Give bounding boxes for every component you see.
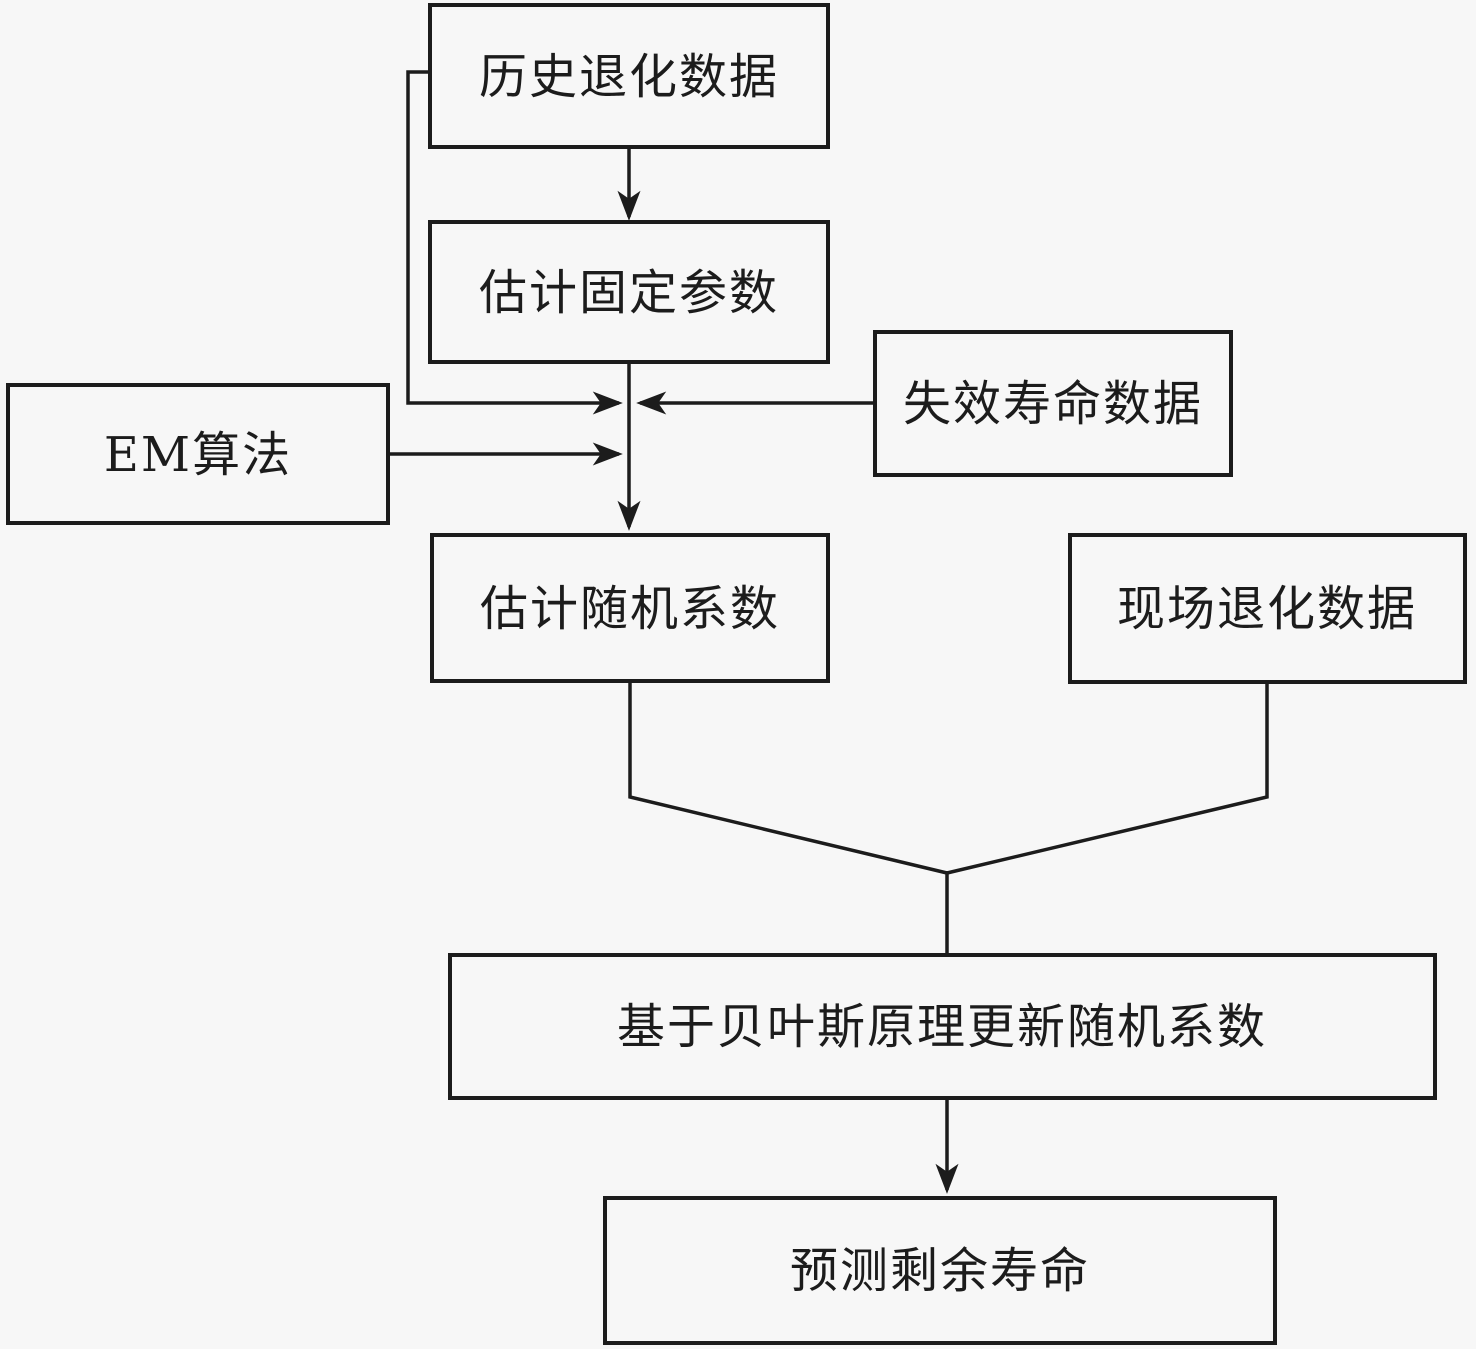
node-field-degradation-data-label: 现场退化数据: [1117, 581, 1417, 637]
edge-field-to-merge: [946, 680, 1269, 875]
node-predict-rul-box: [603, 1196, 1277, 1345]
node-historical-data: 历史退化数据: [428, 3, 830, 149]
node-em-algorithm: EM算法: [6, 383, 390, 525]
node-historical-data-label: 历史退化数据: [479, 49, 779, 105]
node-failure-life-data-box: [873, 330, 1233, 477]
node-em-algorithm-box: [6, 383, 390, 525]
node-failure-life-data: 失效寿命数据: [873, 330, 1233, 477]
node-estimate-fixed-params: 估计固定参数: [428, 220, 830, 364]
node-predict-rul-label: 预测剩余寿命: [790, 1243, 1090, 1299]
node-em-algorithm-label: EM算法: [104, 427, 292, 483]
node-field-degradation-data-box: [1068, 533, 1467, 684]
node-estimate-fixed-params-label: 估计固定参数: [479, 265, 779, 321]
node-estimate-random-coef-label: 估计随机系数: [480, 581, 780, 637]
edge-random-coef-to-merge: [628, 680, 948, 875]
node-estimate-random-coef-box: [430, 533, 830, 683]
node-estimate-random-coef: 估计随机系数: [430, 533, 830, 683]
node-failure-life-data-label: 失效寿命数据: [903, 376, 1203, 432]
edge-historical-loop-to-junction: [406, 70, 623, 415]
node-bayes-update-box: [448, 953, 1437, 1100]
node-bayes-update-label: 基于贝叶斯原理更新随机系数: [617, 999, 1267, 1055]
node-predict-rul: 预测剩余寿命: [603, 1196, 1277, 1345]
node-historical-data-box: [428, 3, 830, 149]
node-bayes-update: 基于贝叶斯原理更新随机系数: [448, 953, 1437, 1100]
node-field-degradation-data: 现场退化数据: [1068, 533, 1467, 684]
node-estimate-fixed-params-box: [428, 220, 830, 364]
